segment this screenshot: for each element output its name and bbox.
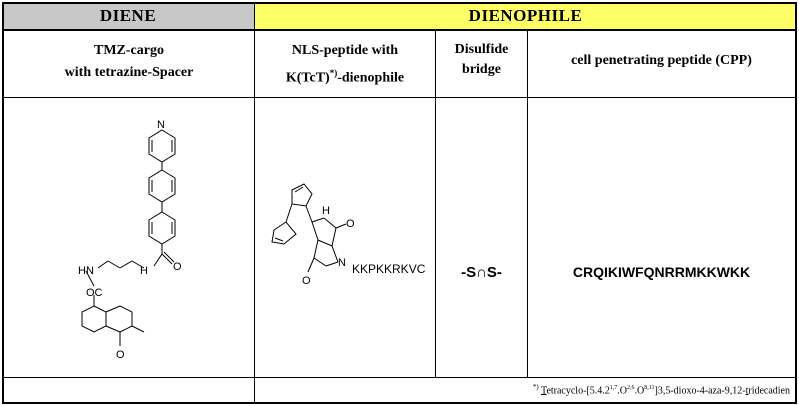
col2-line2-pre: K(TcT) [285, 70, 330, 86]
divider-diene [254, 2, 255, 404]
tct-dienophile-structure: H O N O [271, 183, 355, 287]
col2-header-line2: K(TcT)*)-dienophile [255, 62, 435, 90]
border-left [2, 2, 4, 404]
disulfide-bridge: -S∩S- [461, 264, 502, 281]
border-subheader-bottom [2, 97, 797, 98]
nls-sequence: KKPKKRKVC [352, 262, 426, 276]
col2-header-line1: NLS-peptide with [291, 43, 399, 58]
border-bottom [2, 402, 797, 404]
dienophile-header: DIENOPHILE [254, 2, 797, 29]
tct-label-o2: O [302, 275, 311, 287]
diene-header: DIENE [2, 2, 254, 29]
tct-label-n: N [338, 257, 346, 269]
cpp-sequence: CRQIKIWFQNRRMKKWKK [572, 264, 751, 280]
col2-line2-post: -dienophile [337, 70, 405, 86]
divider-col3 [527, 29, 528, 378]
footnote: *) Tetracyclo-[5.4.21,7.O2,6.O8,11]3,5-d… [255, 383, 790, 396]
footnote-t2: t [745, 385, 749, 397]
footnote-p3: .O [634, 385, 645, 397]
tmz-label-n1: N [157, 119, 165, 131]
footnote-p4: ]3,5-dioxo-4-aza-9,12- [654, 385, 746, 397]
tct-label-h: H [322, 205, 330, 217]
footnote-p5: ridecadien [748, 385, 790, 397]
tmz-label-o2: O [116, 349, 125, 361]
col2-header: NLS-peptide with K(TcT)*)-dienophile [255, 40, 435, 90]
tmz-label-hn: HN [78, 265, 94, 277]
footnote-marker: *) [532, 383, 539, 391]
tmz-label-oc: OC [86, 287, 103, 299]
footnote-p1: etracyclo-[5.4.2 [546, 385, 610, 397]
tmz-label-h: H [140, 265, 148, 277]
col1-header: TMZ-cargo with tetrazine-Spacer [4, 40, 254, 84]
tmz-tetrazine-structure: N HN H O OC O [78, 119, 182, 361]
footnote-t1: T [541, 385, 547, 397]
col3-header-line1: Disulfide [454, 42, 509, 57]
footnote-s1: 1,7 [609, 385, 618, 391]
col3-header-line2: bridge [462, 62, 501, 77]
col1-header-line2: with tetrazine-Spacer [64, 65, 194, 80]
col4-header-line1: cell penetrating peptide (CPP) [571, 53, 752, 68]
footnote-s2: 2,6 [626, 385, 635, 391]
diene-header-label: DIENE [99, 6, 157, 25]
tmz-label-o: O [173, 261, 182, 273]
footnote-p2: .O [617, 385, 627, 397]
tct-label-o1: O [346, 218, 355, 230]
border-body-bottom [2, 377, 797, 378]
col2-line2-sup: *) [329, 68, 338, 78]
col1-header-line1: TMZ-cargo [94, 43, 164, 58]
col4-header: cell penetrating peptide (CPP) [528, 50, 795, 72]
col3-header: Disulfide bridge [436, 40, 527, 80]
border-top [2, 2, 797, 4]
border-header-bottom [2, 29, 797, 31]
border-right [795, 2, 797, 404]
dienophile-header-label: DIENOPHILE [468, 6, 583, 25]
footnote-s3: 8,11 [644, 385, 655, 391]
divider-col2 [435, 29, 436, 378]
